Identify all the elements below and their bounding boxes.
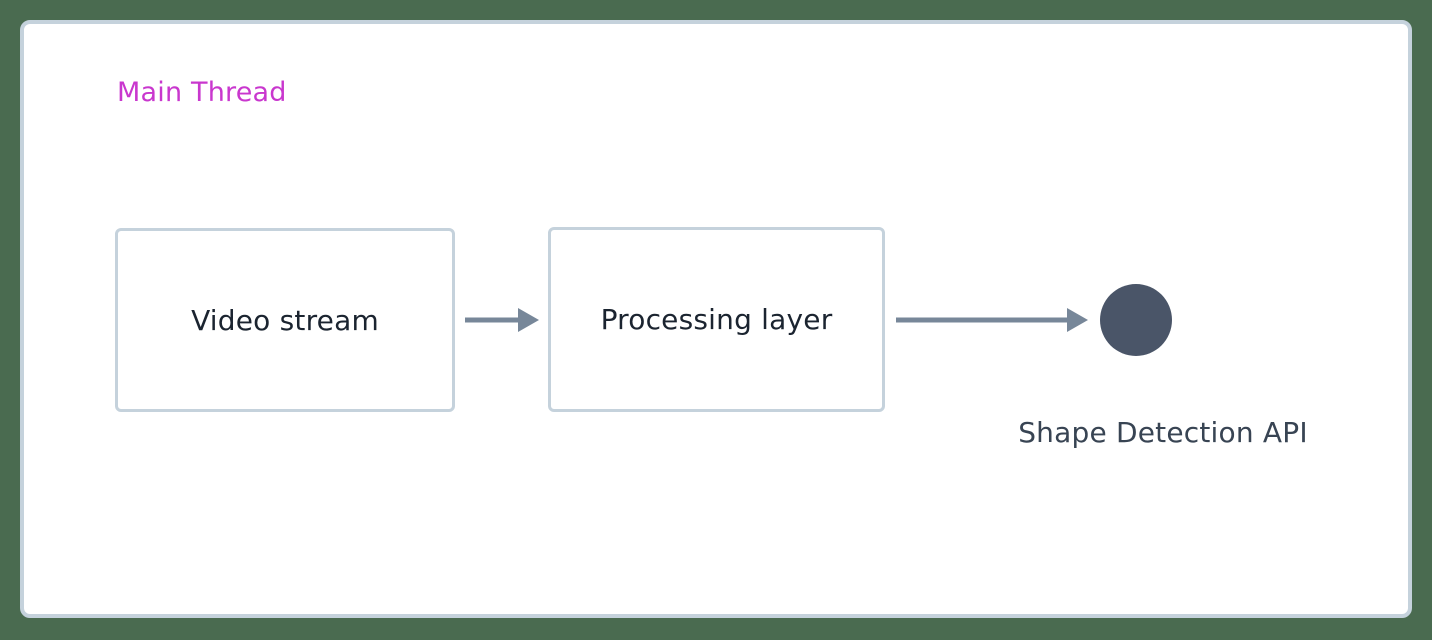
node-video-stream-label: Video stream (191, 303, 379, 337)
node-video-stream[interactable]: Video stream (115, 228, 455, 412)
node-shape-detection-api-label: Shape Detection API (1018, 416, 1308, 449)
node-processing-layer[interactable]: Processing layer (548, 227, 885, 412)
node-processing-layer-label: Processing layer (600, 303, 833, 336)
arrow-right-icon-video-to-processing (465, 308, 539, 332)
node-shape-detection-api-circle[interactable] (1100, 284, 1172, 356)
lane-title-main-thread: Main Thread (117, 77, 287, 108)
arrow-right-icon-processing-to-api (896, 308, 1088, 332)
